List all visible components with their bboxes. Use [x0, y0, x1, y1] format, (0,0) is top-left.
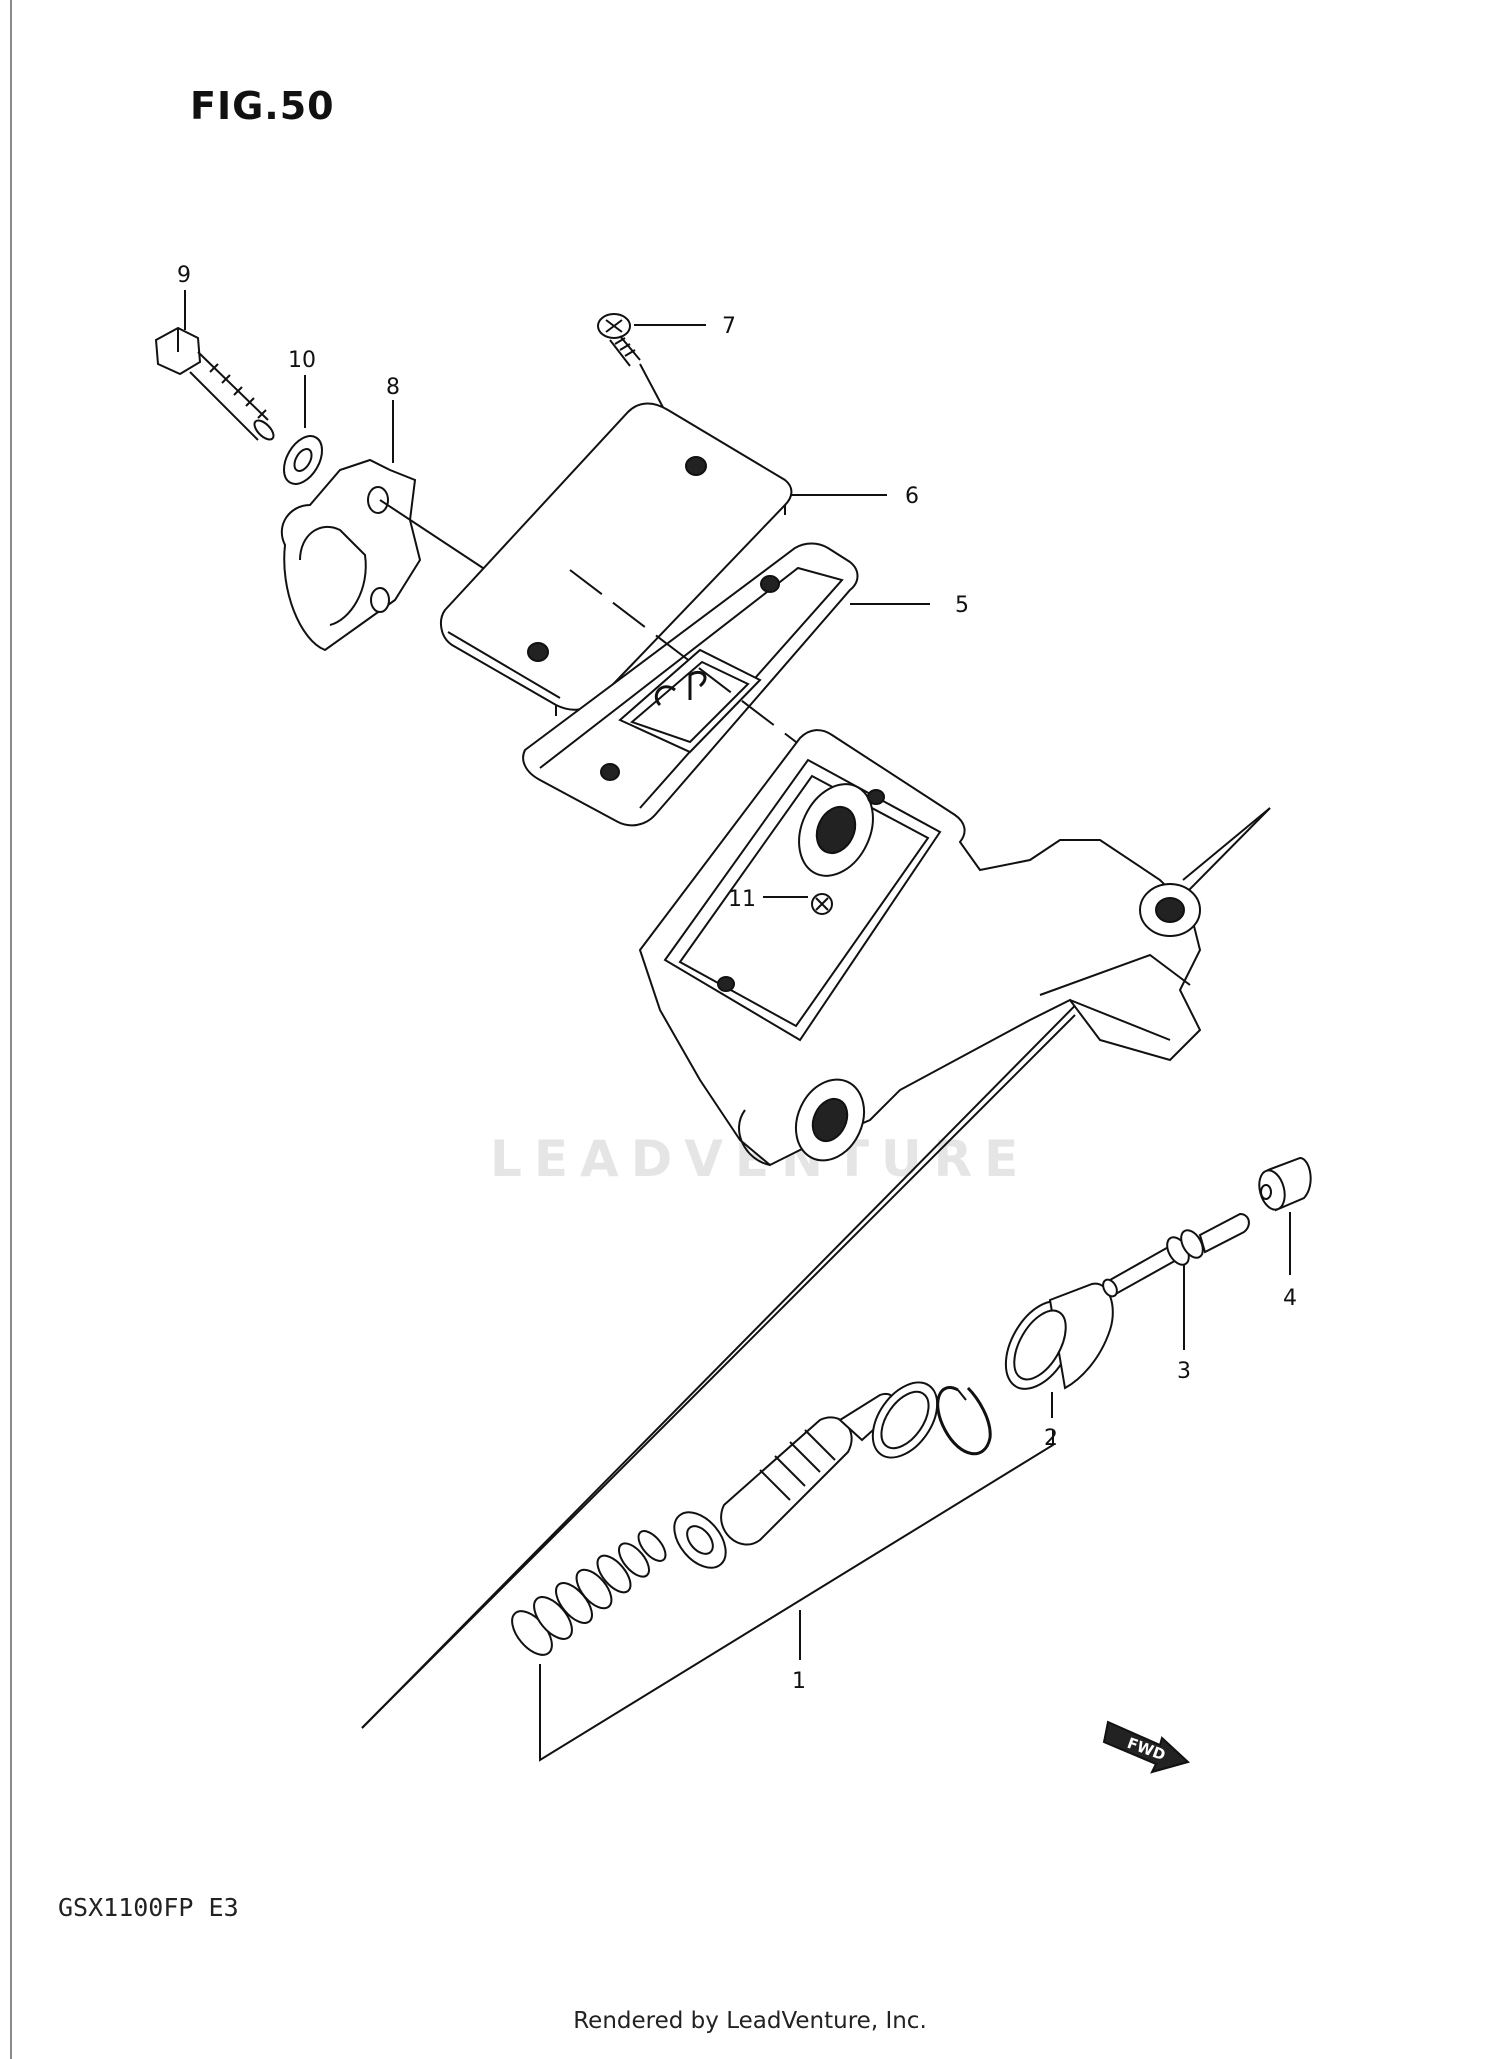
master-cylinder-body [569, 569, 1202, 1167]
leader-lines [184, 290, 1291, 1762]
model-code: GSX1100FP E3 [58, 1893, 239, 1922]
push-rod-part-3 [1102, 1212, 1250, 1298]
callout-labels: 1 2 3 4 5 6 7 8 9 10 11 [177, 263, 1297, 1694]
return-spring [511, 1530, 667, 1656]
circlip [936, 1386, 992, 1456]
washer-part-10 [283, 435, 323, 485]
piston-assembly-part-1 [511, 1392, 897, 1656]
callout-7: 7 [722, 314, 736, 339]
holder-part-8 [280, 458, 487, 652]
figure-title: FIG.50 [190, 84, 335, 128]
bolt-part-9 [154, 326, 275, 441]
diaphragm-part-5 [522, 542, 859, 827]
callout-6: 6 [905, 484, 919, 509]
callout-5: 5 [955, 593, 969, 618]
cap-part-6 [439, 402, 793, 716]
footer-credit: Rendered by LeadVenture, Inc. [573, 2008, 927, 2034]
nut-part-4 [1258, 1156, 1312, 1212]
callout-4: 4 [1283, 1286, 1297, 1311]
callout-1: 1 [792, 1669, 806, 1694]
page-border-line [10, 0, 12, 2059]
primary-seal [871, 1381, 939, 1459]
callout-2: 2 [1044, 1426, 1058, 1451]
callout-3: 3 [1177, 1359, 1191, 1384]
callout-8: 8 [386, 375, 400, 400]
forward-arrow-icon: FWD [1102, 1720, 1190, 1774]
callout-9: 9 [177, 263, 191, 288]
callout-10: 10 [288, 348, 316, 373]
callout-11: 11 [728, 887, 756, 912]
boot-part-2 [1004, 1282, 1114, 1390]
